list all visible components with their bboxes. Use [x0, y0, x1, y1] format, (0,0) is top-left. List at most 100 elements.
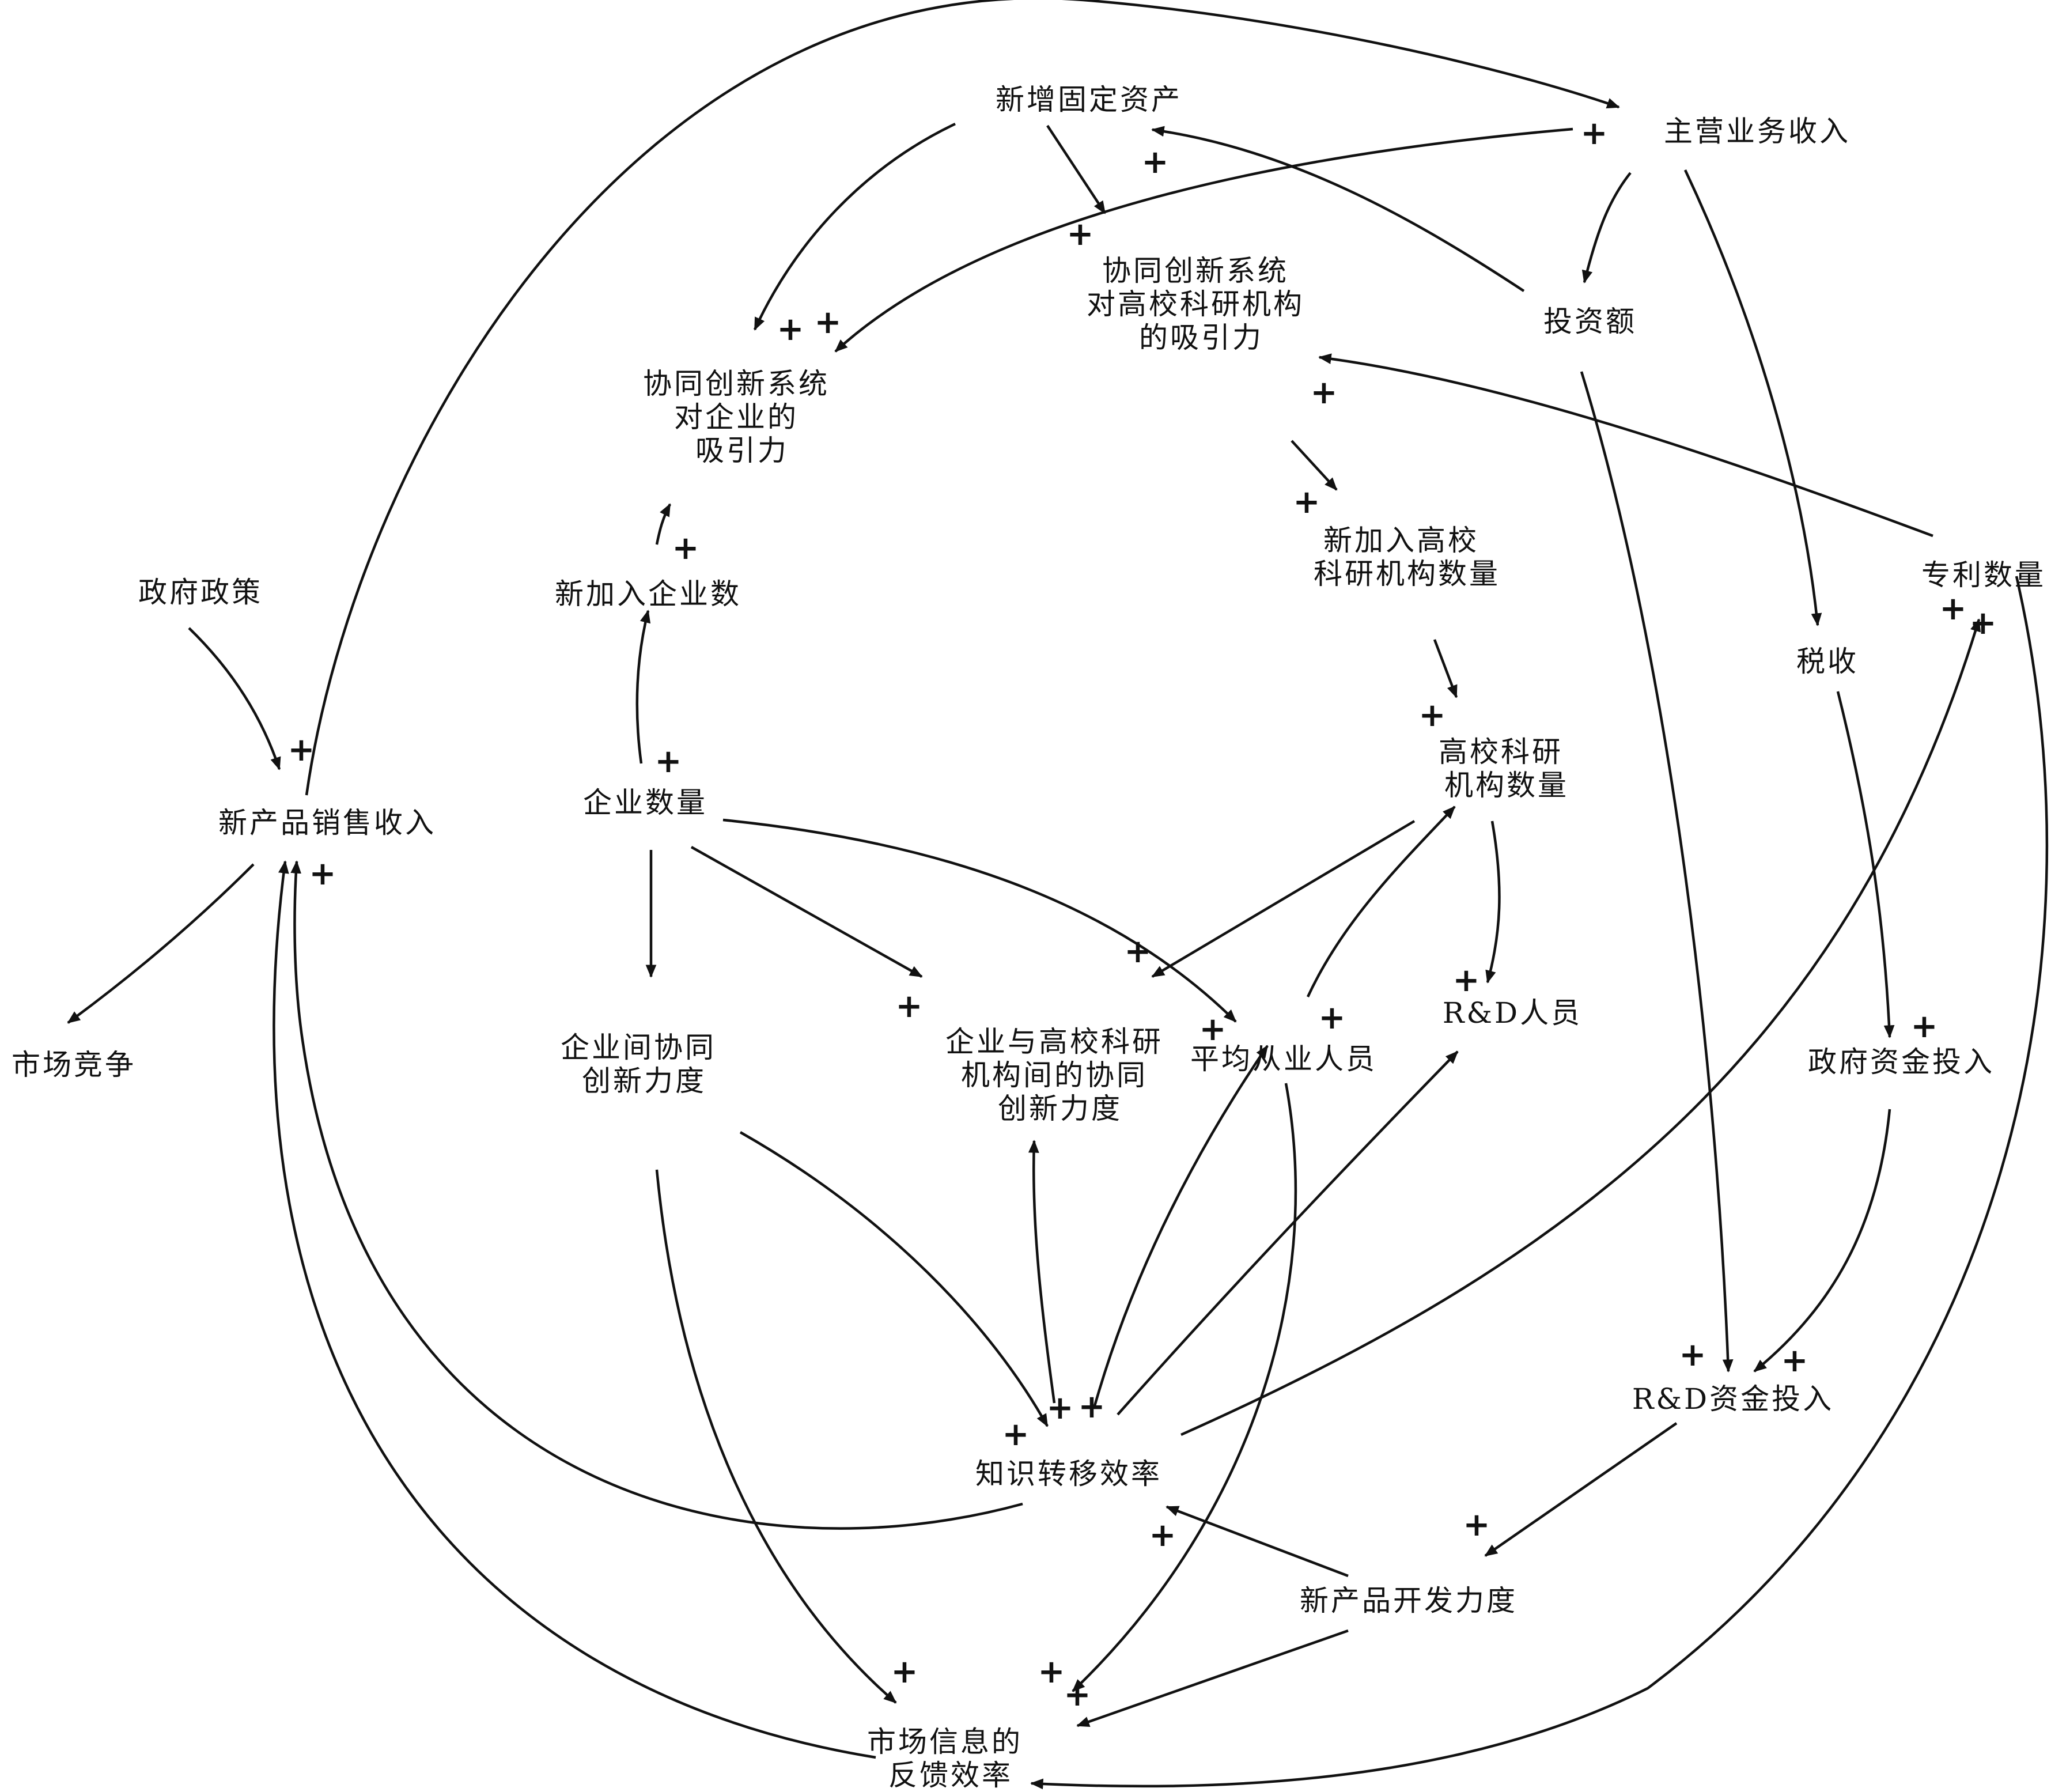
- edge-fixed-assets-to-attract-univ: [1046, 124, 1106, 214]
- polarity-plus: +: [896, 988, 923, 1025]
- node-rd-staff: R&D人员: [1443, 996, 1582, 1030]
- node-attract-enterprise: 协同创新系统 对企业的 吸引力: [643, 367, 841, 467]
- edge-patents-to-market-feedback: [1030, 576, 2049, 1790]
- polarity-plus: +: [288, 731, 315, 769]
- edge-new-product-dev-to-knowledge: [1165, 1505, 1349, 1578]
- edge-knowledge-to-rd-staff: [1117, 1050, 1459, 1416]
- node-enterprise-count: 企业数量: [583, 786, 707, 819]
- polarity-plus: +: [1581, 115, 1608, 152]
- polarity-plus: +: [1781, 1342, 1808, 1379]
- edge-tax-to-gov-funding: [1836, 691, 1895, 1038]
- polarity-plus: +: [1419, 697, 1446, 734]
- edge-avg-employees-to-univ-count: [1306, 806, 1456, 997]
- polarity-plus: +: [1940, 590, 1967, 627]
- node-attract-enterprise-line3: 吸引力: [695, 434, 789, 467]
- node-market-feedback-line1: 市场信息的: [867, 1725, 1023, 1759]
- node-univ-count-line1: 高校科研: [1439, 735, 1563, 769]
- node-gov-policy: 政府政策: [138, 576, 263, 609]
- edge-patents-to-attract-univ: [1318, 353, 1933, 538]
- polarity-plus: +: [672, 530, 699, 567]
- polarity-plus: +: [309, 855, 336, 893]
- edge-investment-to-fixed-assets: [1151, 126, 1525, 292]
- node-attract-enterprise-line2: 对企业的: [674, 400, 799, 434]
- edge-gov-funding-to-rd-funding: [1753, 1109, 1891, 1373]
- node-attract-univ-line2: 对高校科研机构: [1087, 288, 1304, 321]
- edge-main-income-to-tax: [1683, 169, 1822, 626]
- node-investment: 投资额: [1543, 305, 1637, 338]
- node-main-business-income: 主营业务收入: [1664, 115, 1851, 148]
- polarity-signs: + + + + + + + + + + + + + + + + + + + + …: [288, 115, 1997, 1714]
- edge-sales-to-main-income: [305, 0, 1620, 796]
- node-knowledge-transfer: 知识转移效率: [975, 1457, 1162, 1491]
- edge-main-income-to-investment: [1581, 172, 1632, 283]
- node-ent-univ-line2: 机构间的协同: [961, 1058, 1148, 1092]
- edges: [67, 0, 2049, 1790]
- edge-market-feedback-to-sales: [273, 860, 876, 1759]
- edge-knowledge-to-sales: [290, 860, 1023, 1530]
- edge-enterprise-count-to-avg-employees: [722, 818, 1237, 1023]
- polarity-plus: +: [1125, 933, 1152, 970]
- polarity-plus: +: [1002, 1416, 1030, 1453]
- node-market-competition: 市场竞争: [12, 1048, 136, 1082]
- node-attract-enterprise-line1: 协同创新系统: [643, 367, 830, 400]
- edge-enterprise-count-to-new-enterprises: [635, 610, 651, 764]
- edge-new-univ-to-univ-count: [1433, 639, 1458, 698]
- node-new-product-dev: 新产品开发力度: [1300, 1584, 1518, 1617]
- node-univ-count: 高校科研 机构数量: [1439, 735, 1575, 802]
- edge-univ-count-to-ent-univ: [1151, 820, 1416, 978]
- node-ent-univ: 企业与高校科研 机构间的协同 创新力度: [945, 1025, 1175, 1125]
- node-attract-univ: 协同创新系统 对高校科研机构 的吸引力: [1087, 254, 1316, 354]
- node-new-product-sales: 新产品销售收入: [218, 806, 436, 840]
- edge-investment-to-rd-funding: [1580, 371, 1734, 1373]
- edge-knowledge-to-patents: [1180, 618, 1981, 1436]
- node-inter-enterprise: 企业间协同 创新力度: [561, 1031, 728, 1098]
- node-ent-univ-line1: 企业与高校科研: [945, 1025, 1163, 1058]
- polarity-plus: +: [1293, 483, 1320, 521]
- polarity-plus: +: [1679, 1336, 1706, 1374]
- node-new-enterprises: 新加入企业数: [555, 577, 741, 611]
- node-inter-enterprise-line1: 企业间协同: [561, 1031, 716, 1064]
- edge-attract-univ-to-new-univ: [1291, 440, 1338, 491]
- nodes: 新增固定资产 主营业务收入 协同创新系统 对高校科研机构 的吸引力 投资额 协同…: [12, 83, 2046, 1792]
- polarity-plus: +: [1311, 374, 1338, 411]
- edge-inter-enterprise-to-knowledge: [739, 1131, 1049, 1427]
- edge-new-product-dev-to-market-feedback: [1076, 1629, 1349, 1727]
- polarity-plus: +: [1064, 1676, 1091, 1714]
- node-patents: 专利数量: [1921, 558, 2046, 592]
- polarity-plus: +: [1142, 143, 1169, 181]
- edge-enterprise-count-to-ent-univ: [690, 846, 923, 978]
- node-tax: 税收: [1796, 645, 1859, 678]
- polarity-plus: +: [1038, 1653, 1065, 1691]
- edge-knowledge-to-ent-univ: [1028, 1140, 1056, 1404]
- polarity-plus: +: [1911, 1008, 1938, 1045]
- edge-rd-funding-to-new-product-dev: [1484, 1422, 1678, 1557]
- edge-sales-to-market-competition: [67, 863, 255, 1024]
- edge-inter-enterprise-to-market-feedback: [655, 1169, 897, 1704]
- edge-univ-count-to-rd-staff: [1485, 821, 1501, 984]
- node-univ-count-line2: 机构数量: [1444, 769, 1569, 802]
- node-gov-funding: 政府资金投入: [1808, 1045, 1995, 1079]
- edge-fixed-assets-to-attract-enterprise: [753, 122, 956, 331]
- node-new-univ-line1: 新加入高校: [1323, 524, 1479, 557]
- polarity-plus: +: [891, 1653, 918, 1691]
- node-new-univ-line2: 科研机构数量: [1314, 557, 1500, 591]
- polarity-plus: +: [1079, 1388, 1106, 1426]
- node-new-univ: 新加入高校 科研机构数量: [1314, 524, 1500, 591]
- polarity-plus: +: [1199, 1011, 1227, 1048]
- node-new-fixed-assets: 新增固定资产: [996, 83, 1182, 116]
- polarity-plus: +: [1319, 999, 1346, 1037]
- node-attract-univ-line1: 协同创新系统: [1102, 254, 1289, 288]
- polarity-plus: +: [1149, 1517, 1176, 1554]
- node-ent-univ-line3: 创新力度: [998, 1092, 1122, 1125]
- node-rd-funding: R&D资金投入: [1632, 1382, 1834, 1416]
- node-avg-employees: 平均从业人员: [1190, 1042, 1377, 1076]
- polarity-plus: +: [1047, 1389, 1074, 1427]
- node-inter-enterprise-line2: 创新力度: [582, 1064, 706, 1098]
- node-attract-univ-line3: 的吸引力: [1139, 321, 1263, 354]
- polarity-plus: +: [1453, 962, 1480, 999]
- polarity-plus: +: [1067, 216, 1094, 253]
- node-market-feedback: 市场信息的 反馈效率: [867, 1725, 1034, 1792]
- polarity-plus: +: [815, 304, 842, 341]
- edge-main-income-to-attract-enterprise: [834, 127, 1573, 353]
